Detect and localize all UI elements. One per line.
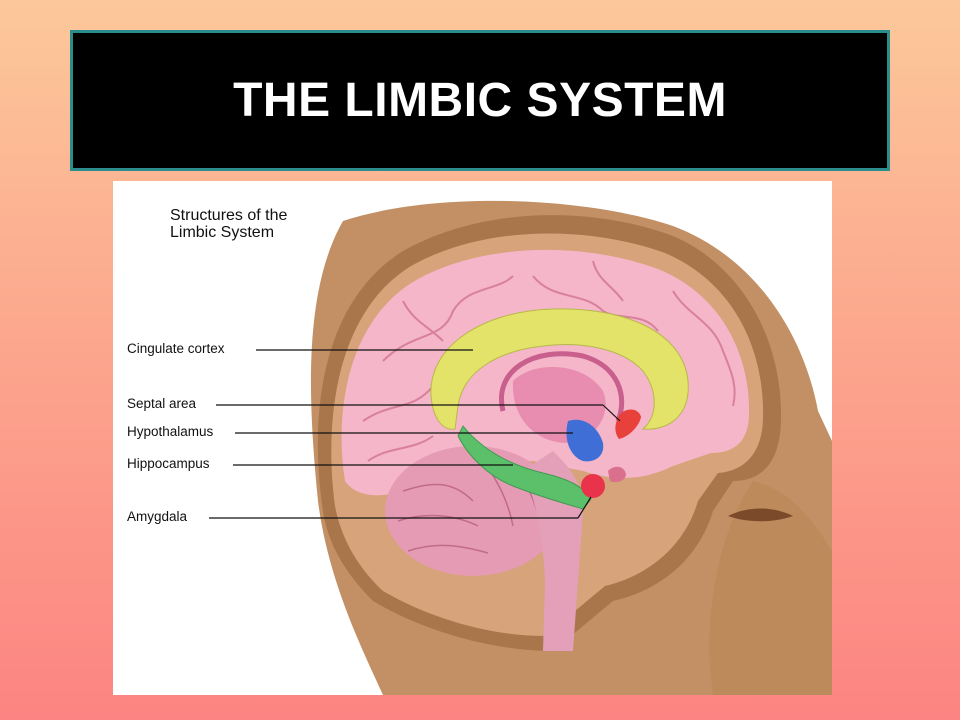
label-septal-area: Septal area (127, 396, 197, 411)
figure-heading-line2: Limbic System (170, 224, 275, 241)
leader-amygdala-tick (577, 496, 592, 519)
label-hippocampus: Hippocampus (127, 456, 210, 471)
leader-lines (209, 349, 621, 519)
label-cingulate-cortex: Cingulate cortex (127, 341, 225, 356)
hypothalamus-region (566, 419, 604, 462)
label-hypothalamus: Hypothalamus (127, 424, 214, 439)
pituitary (608, 466, 626, 483)
brain-illustration (209, 200, 832, 695)
page-title: THE LIMBIC SYSTEM (233, 74, 727, 127)
label-amygdala: Amygdala (127, 509, 188, 524)
figure-heading-line1: Structures of the (170, 207, 288, 224)
face-profile (709, 481, 832, 695)
title-banner: THE LIMBIC SYSTEM (70, 30, 890, 171)
fornix (499, 351, 625, 422)
amygdala-region (581, 474, 605, 498)
limbic-diagram-panel: Structures of the Limbic System Cingulat… (113, 181, 832, 695)
eye-icon (728, 508, 793, 522)
figure-heading: Structures of the Limbic System (170, 207, 287, 241)
leader-septal-tick (602, 404, 621, 422)
septal-area-region (615, 409, 641, 439)
cingulate-cortex-region (430, 308, 689, 430)
